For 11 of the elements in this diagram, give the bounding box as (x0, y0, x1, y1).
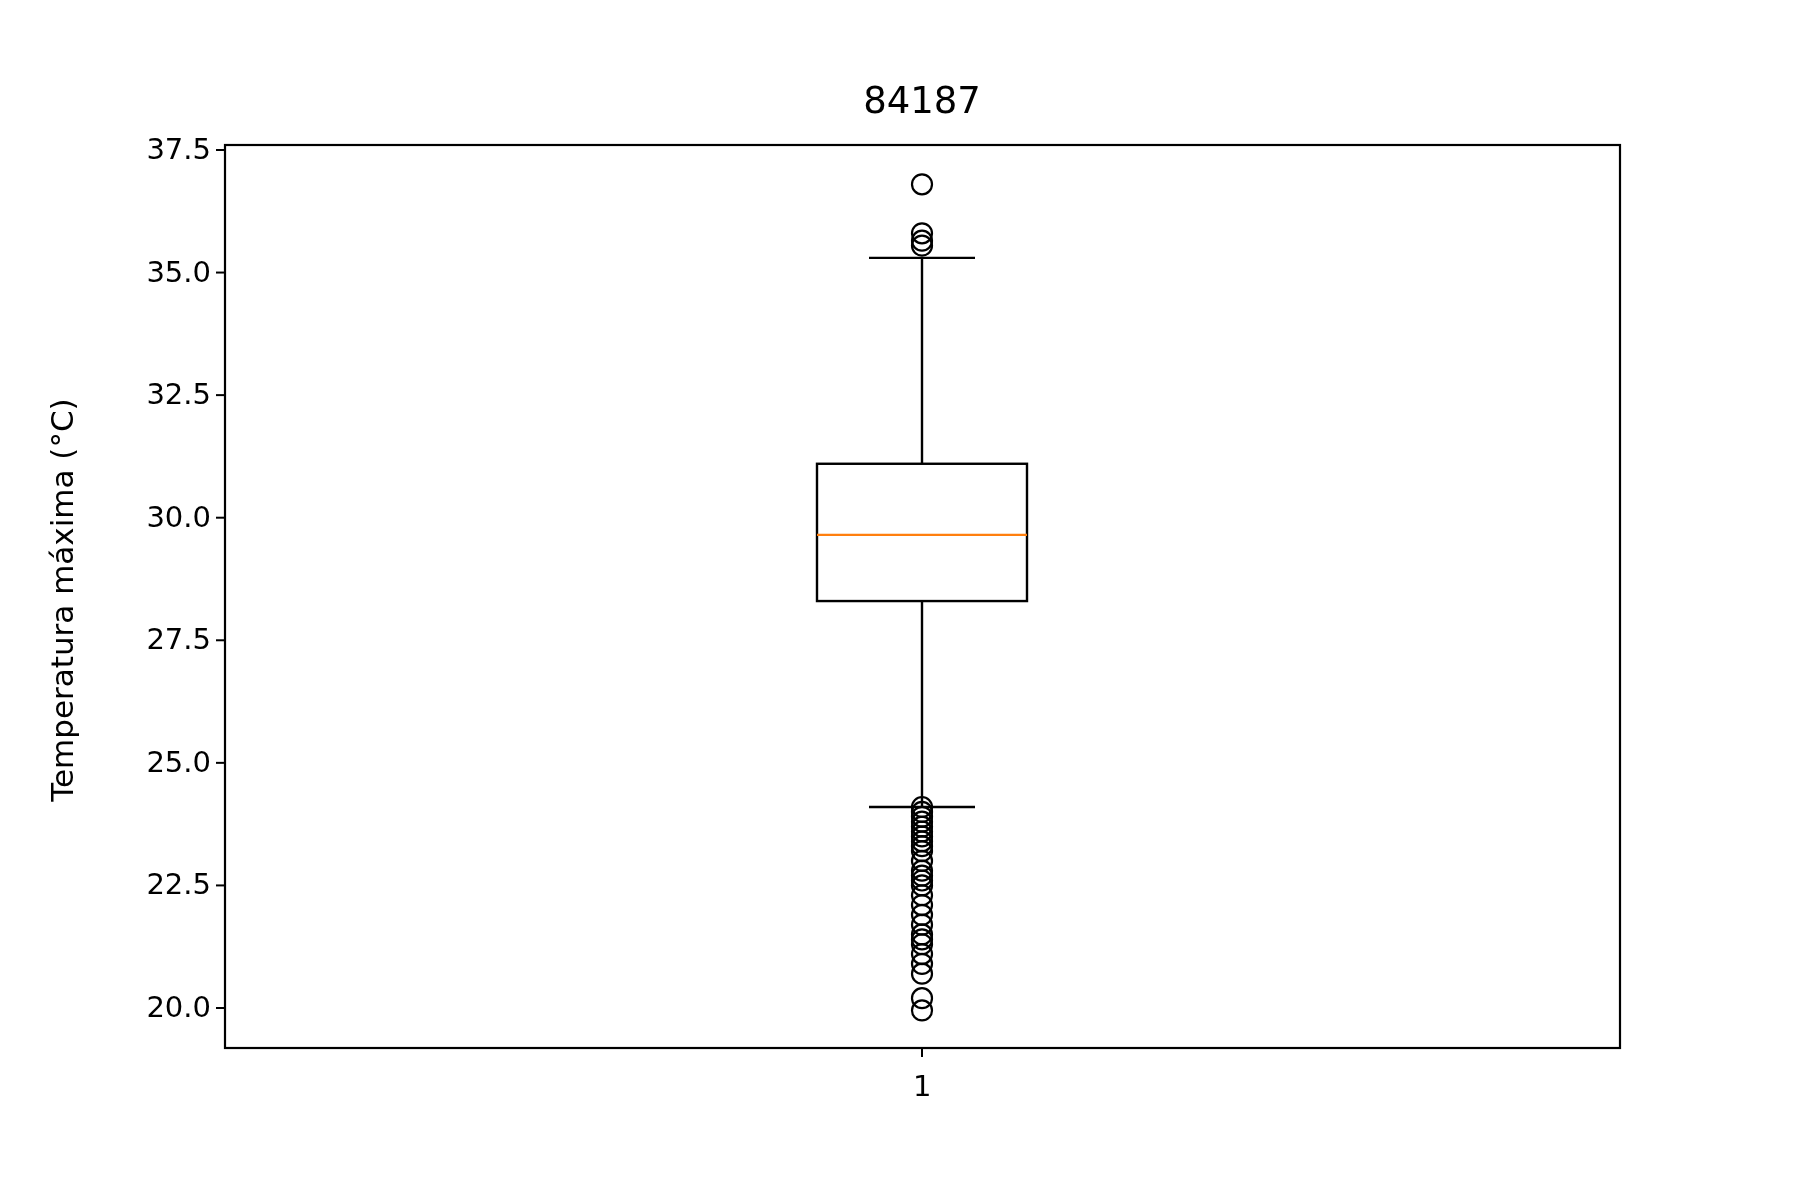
chart-title: 84187 (863, 82, 981, 119)
tick-label: 25.0 (146, 747, 211, 777)
axis-title: Temperatura máxima (°C) (46, 398, 78, 802)
tick-label: 32.5 (146, 380, 211, 410)
tick-label: 22.5 (146, 870, 211, 900)
tick-label: 1 (913, 1072, 932, 1101)
tick-label: 20.0 (146, 993, 211, 1022)
tick-label: 27.5 (146, 625, 211, 655)
tick-label: 37.5 (146, 134, 211, 164)
tick-label: 35.0 (146, 257, 211, 287)
tick-label: 30.0 (146, 502, 211, 532)
